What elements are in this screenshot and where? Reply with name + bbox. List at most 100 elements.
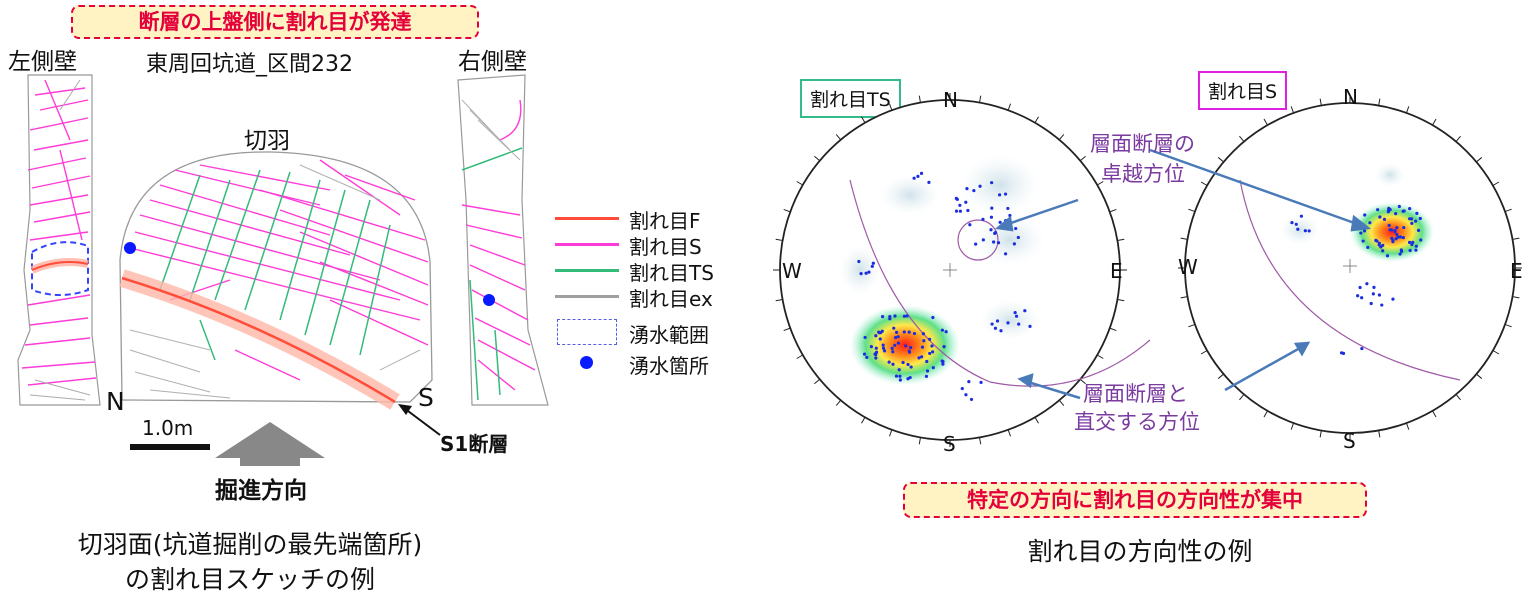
pole-point [916,174,920,178]
pole-point [964,393,968,397]
upper-side-fracture-banner: 断層の上盤側に割れ目が発達 [71,5,479,39]
left-wall-label: 左側壁 [8,49,77,75]
pole-point [997,193,1002,197]
stereonet-tick [1239,394,1245,401]
stereonet-tick [1109,208,1117,213]
pole-point [920,355,924,359]
pole-point [1410,242,1414,247]
pole-point [1395,226,1399,230]
pole-point [1307,229,1311,233]
stereonet-tick [1096,181,1104,186]
stereonet-plots [773,93,1522,447]
right-wall-sketch [457,74,549,406]
pole-point [954,209,959,213]
pole-point [928,351,932,356]
stereonet-tick [1007,103,1012,111]
pole-point [863,335,867,340]
pole-point [1360,296,1364,300]
pole-point [880,315,885,319]
stereonet-tick [861,116,866,124]
pole-point [898,378,902,382]
pole-point [878,337,882,341]
fault-pointer-arrow [403,407,441,436]
pole-point [1416,228,1421,232]
right-caption: 割れ目の方向性の例 [1027,537,1253,566]
right-wall-label: 右側壁 [458,49,527,75]
pole-point [924,374,929,378]
stereonet-tick [1455,394,1461,401]
pole-point [1414,244,1418,248]
pole-point [1290,221,1294,225]
pole-point [1372,285,1376,289]
pole-point [990,322,994,326]
fracture-sketch [17,74,549,466]
pole-point [940,328,945,332]
pole-point [1377,293,1382,297]
fracture-s-box-label: 割れ目S [1198,71,1288,110]
pole-point [887,360,891,364]
pole-point [1385,254,1390,258]
pole-point [1382,217,1387,221]
pole-point [921,332,925,336]
pole-point [901,360,905,365]
stereonet-tick [888,103,893,111]
legend-item-fracture-s: 割れ目S [555,231,785,259]
legend-item-fracture-f: 割れ目F [555,205,785,233]
pole-point [1369,301,1373,306]
pole-point [1012,242,1016,246]
stereonet-tick [1263,410,1268,418]
pole-point [1358,285,1362,290]
legend-swatch-water-range [557,319,617,345]
pole-point [1402,225,1406,230]
left-wall-sketch [17,74,101,406]
pole-point [882,349,887,353]
pole-point [877,330,881,334]
face-sketch [119,151,433,410]
pole-point [1356,294,1360,298]
face-label: 切羽 [244,128,290,154]
pole-point [989,215,994,219]
pole-point [857,259,861,264]
pole-point [1410,221,1414,225]
pole-point [992,240,996,244]
stereonet-tick [1188,323,1196,328]
pole-point [1028,324,1032,328]
legend-item-water-range: 湧水範囲 [555,317,785,347]
stereonet-tick [1117,238,1125,241]
pole-point [922,339,926,343]
stereonet-tick [1405,106,1410,114]
pole-point [966,208,970,213]
pole-point [941,360,945,364]
pole-point [941,362,945,366]
pole-point [890,346,894,350]
pole-point [960,386,964,391]
pole-point [867,270,871,274]
pole-point [1361,239,1365,243]
orientation-concentration-banner: 特定の方向に割れ目の方向性が集中 [903,482,1367,518]
pole-point [968,223,972,227]
stereonet-tick [861,416,866,424]
stereonet-tick [1034,116,1039,124]
pole-point [897,368,901,372]
pole-point [912,331,917,336]
stereonet-tick [1319,98,1322,106]
pole-point [1296,227,1300,231]
pole-point [907,330,911,334]
pole-point [1381,249,1385,253]
pole-point [871,261,875,265]
pole-point [902,314,907,318]
pole-point [893,335,898,340]
pole-point [1391,297,1395,301]
stereonet-tick [1217,157,1224,163]
pole-point [874,334,878,338]
legend-item-fracture-ex: 割れ目ex [555,283,785,311]
bedding-fault-orthogonal-label-2: 直交する方位 [1074,410,1200,434]
pole-point [1414,219,1418,223]
pole-point [881,346,886,350]
pole-point [869,345,873,349]
pole-point [1393,229,1397,233]
pole-point [995,319,1000,323]
pole-point [896,341,901,345]
pole-point [990,181,994,185]
compass-w-s: W [1178,255,1198,279]
